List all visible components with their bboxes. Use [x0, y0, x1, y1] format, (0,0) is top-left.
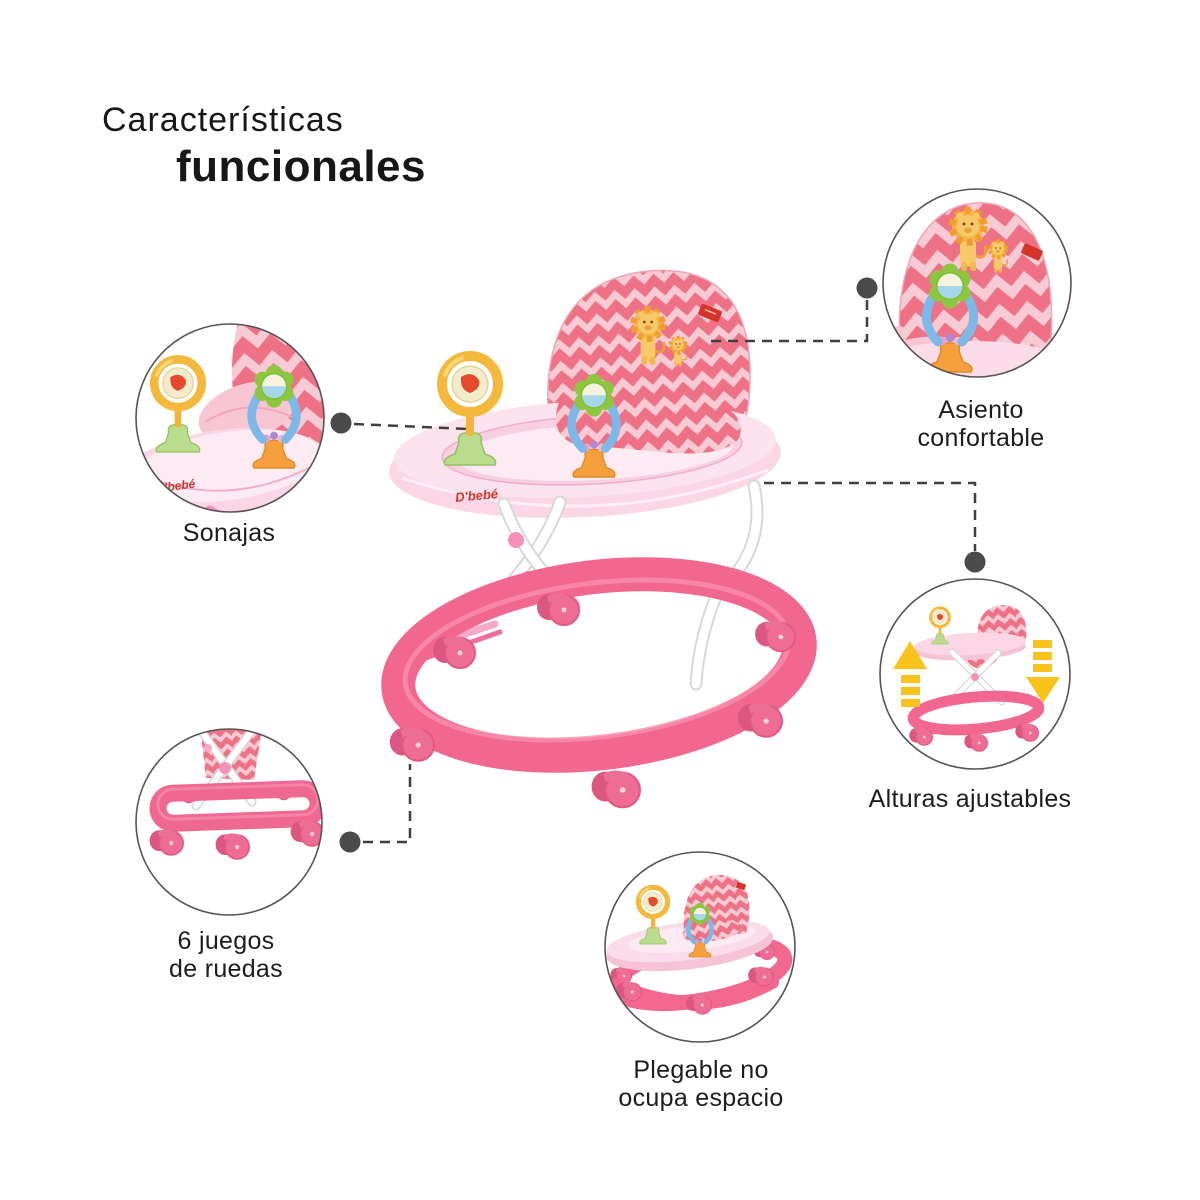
label-ruedas: 6 juegos de ruedas: [169, 927, 283, 983]
label-line: Asiento: [938, 396, 1024, 424]
walker-base: [381, 557, 817, 809]
callout-circle-sonajas: D'bebé: [135, 323, 325, 513]
callout-connector-dots: [330, 277, 986, 853]
seat-tag: [698, 303, 722, 323]
label-line: Sonajas: [182, 519, 276, 547]
label-line: confortable: [917, 423, 1045, 452]
down-arrow-icon: [1026, 640, 1060, 703]
label-line: Alturas ajustables: [868, 785, 1072, 813]
connector-dot-asiento: [856, 277, 878, 299]
connector-dot-sonajas: [330, 412, 352, 434]
connector-line-asiento: [707, 300, 869, 343]
label-plegable: Plegable no ocupa espacio: [618, 1056, 784, 1112]
callout-circle-alturas: [879, 578, 1071, 770]
callout-circle-ruedas: [135, 728, 323, 916]
connector-line-ruedas: [363, 764, 412, 844]
title-line-2: funcionales: [176, 142, 426, 191]
label-line: de ruedas: [169, 954, 283, 983]
label-sonajas: Sonajas: [182, 519, 276, 548]
walker-product-image: D'bebé: [381, 269, 817, 809]
connector-dot-ruedas: [339, 831, 361, 853]
connector-line-sonajas: [353, 422, 469, 431]
title-line-1: Características: [102, 101, 344, 139]
label-line: ocupa espacio: [618, 1083, 784, 1112]
up-arrow-icon: [893, 641, 927, 707]
connector-line-alturas: [764, 481, 977, 551]
callout-connectors: [353, 300, 977, 844]
label-line: 6 juegos: [177, 927, 275, 955]
callout-circle-plegable: [604, 851, 796, 1043]
label-alturas: Alturas ajustables: [868, 785, 1072, 814]
label-line: Plegable no: [633, 1056, 769, 1084]
callout-circle-asiento: [882, 188, 1072, 378]
brand-logo: D'bebé: [455, 486, 499, 505]
connector-dot-alturas: [964, 551, 986, 573]
page-title: Características funcionales: [102, 101, 426, 192]
label-asiento: Asiento confortable: [917, 396, 1045, 452]
